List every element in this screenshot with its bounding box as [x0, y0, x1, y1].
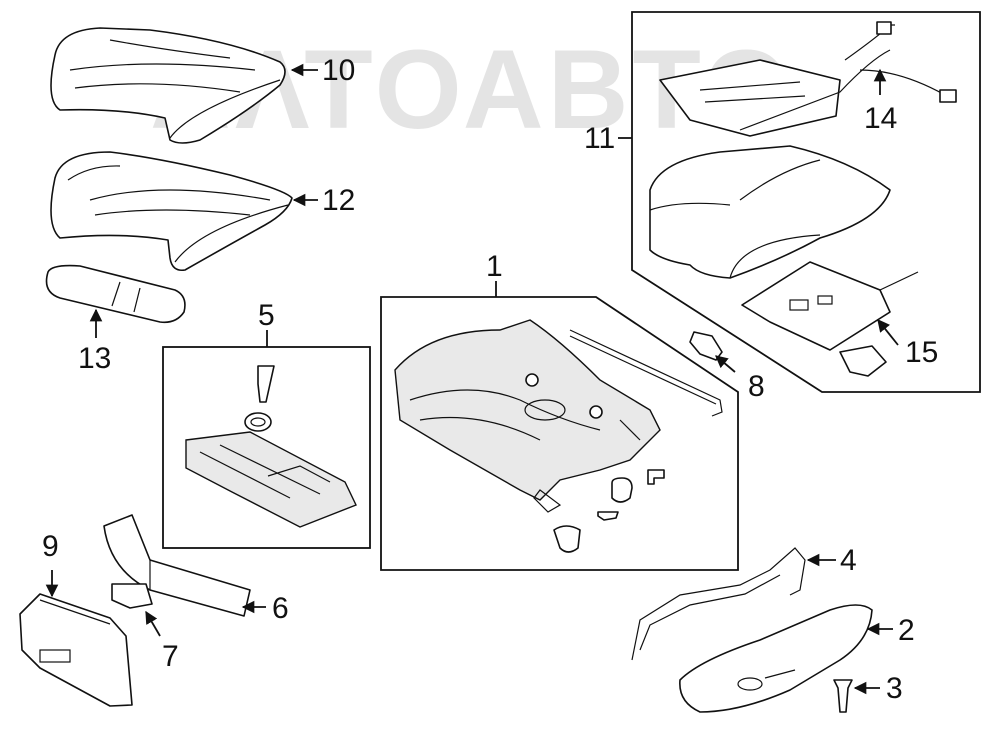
clip-part-8 — [689, 331, 723, 361]
cover-part-7 — [111, 583, 153, 609]
callout-14: 14 — [864, 102, 897, 135]
seat-cover-part-10 — [50, 27, 286, 144]
side-shield-part-2 — [679, 604, 873, 713]
callout-2: 2 — [898, 614, 915, 647]
seat-frame-part-1 — [394, 319, 661, 513]
heater-mat-part-14 — [659, 21, 957, 137]
rod-part-8-side — [569, 329, 723, 417]
callout-7: 7 — [162, 640, 179, 673]
group-box-1 — [380, 296, 739, 571]
pad-insert-part-13 — [45, 264, 186, 324]
callout-4: 4 — [840, 544, 857, 577]
leaders — [45, 63, 899, 695]
seat-pad-part-12 — [50, 151, 293, 272]
trim-part-6 — [103, 514, 251, 617]
seat-cushion-part-11 — [649, 145, 891, 279]
screw-part-3 — [833, 679, 853, 713]
callout-5: 5 — [258, 299, 275, 332]
rail-assembly-part-5 — [185, 365, 357, 528]
callout-1: 1 — [486, 250, 503, 283]
callout-10: 10 — [322, 54, 355, 87]
wire-part-4 — [631, 547, 806, 661]
sensor-mat-part-15 — [741, 261, 919, 377]
callout-9: 9 — [42, 530, 59, 563]
callout-3: 3 — [886, 672, 903, 705]
callout-8: 8 — [748, 370, 765, 403]
callout-13: 13 — [78, 342, 111, 375]
switch-housing-part-9 — [19, 593, 133, 707]
callout-15: 15 — [905, 336, 938, 369]
callout-6: 6 — [272, 592, 289, 625]
group-box-11 — [631, 11, 981, 393]
callout-12: 12 — [322, 184, 355, 217]
callout-11: 11 — [584, 122, 615, 155]
fasteners-part-1 — [553, 469, 665, 553]
